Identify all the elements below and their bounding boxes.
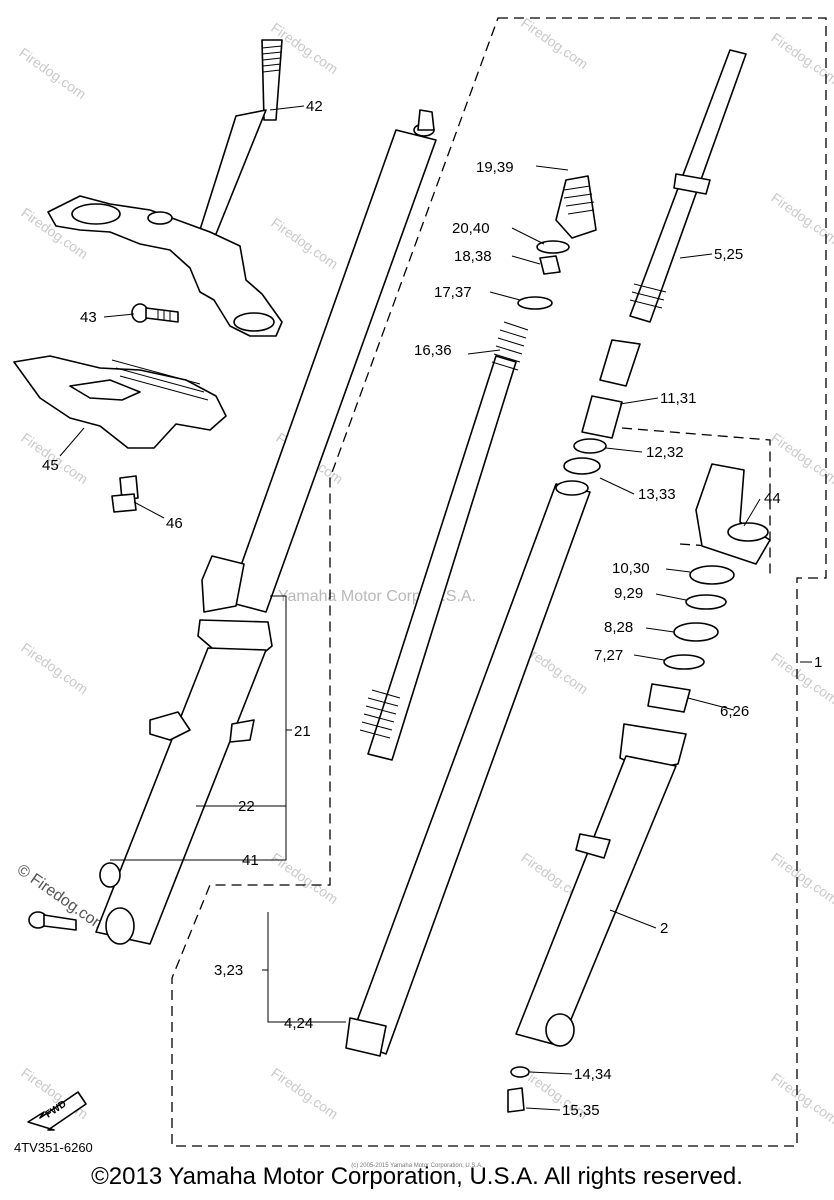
callout-15-35: 15,35 (562, 1102, 600, 1119)
footer-small-print: (c) 2005-2015 Yamaha Motor Corporation, … (351, 1163, 483, 1169)
watermark-firedog: Firedog.com (768, 1069, 834, 1127)
callout-3-23: 3,23 (214, 962, 243, 979)
callout-21: 21 (294, 723, 311, 740)
callout-4-24: 4,24 (284, 1015, 313, 1032)
callout-6-26: 6,26 (720, 703, 749, 720)
cap-bolt-assembly (517, 175, 597, 310)
callout-9-29: 9,29 (614, 585, 643, 602)
watermark-firedog: Firedog.com (518, 14, 591, 72)
watermark-firedog: Firedog.com (18, 639, 91, 697)
footer-copyright: ©2013 Yamaha Motor Corporation, U.S.A. A… (91, 1163, 743, 1190)
watermark-firedog: Firedog.com (768, 29, 834, 87)
callouts: 42 43 45 46 19,39 20,40 18,38 17,37 16,3… (14, 98, 822, 1155)
callout-20-40: 20,40 (452, 220, 490, 237)
callout-42: 42 (306, 98, 323, 115)
damper-cylinder (599, 49, 747, 387)
callout-18-38: 18,38 (454, 248, 492, 265)
watermark-firedog: Firedog.com (768, 649, 834, 707)
callout-17-37: 17,37 (434, 284, 472, 301)
seal-stack-lower (647, 565, 735, 713)
bolt-46 (111, 475, 139, 513)
watermark-firedog: Firedog.com (268, 214, 341, 272)
callout-5-25: 5,25 (714, 246, 743, 263)
callout-19-39: 19,39 (476, 159, 514, 176)
watermark-firedog: Firedog.com (768, 849, 834, 907)
callout-16-36: 16,36 (414, 342, 452, 359)
leader-lines (59, 105, 812, 1111)
callout-8-28: 8,28 (604, 619, 633, 636)
drain-bolt (507, 1066, 530, 1113)
dust-seal-44 (695, 463, 771, 565)
left-fork-tube (95, 109, 437, 945)
bolt-41 (28, 911, 77, 931)
callout-44: 44 (764, 490, 781, 507)
callout-22: 22 (238, 798, 255, 815)
callout-43: 43 (80, 309, 97, 326)
fork-guard-45 (13, 355, 227, 449)
callout-2: 2 (660, 920, 668, 937)
callout-1: 1 (814, 654, 822, 671)
callout-13-33: 13,33 (638, 486, 676, 503)
callout-46: 46 (166, 515, 183, 532)
steering-stem (47, 39, 283, 337)
callout-11-31: 11,31 (660, 390, 696, 407)
damper-rod-spring (359, 321, 529, 761)
inner-tube (345, 480, 591, 1057)
watermark-center: Yamaha Motor Corp. U.S.A. (278, 588, 476, 605)
watermark-firedog: Firedog.com (768, 429, 834, 487)
callout-45: 45 (42, 457, 59, 474)
callout-10-30: 10,30 (612, 560, 650, 577)
outer-tube (515, 723, 687, 1047)
watermark-firedog: Firedog.com (768, 189, 834, 247)
callout-14-34: 14,34 (574, 1066, 612, 1083)
bolt-43 (131, 303, 179, 323)
watermark-firedog: Firedog.com (268, 1064, 341, 1122)
diagram-code: 4TV351-6260 (14, 1140, 93, 1155)
seal-stack-upper (563, 395, 623, 475)
callout-12-32: 12,32 (646, 444, 684, 461)
watermark-firedog: Firedog.com (16, 44, 89, 102)
callout-7-27: 7,27 (594, 647, 623, 664)
callout-41: 41 (242, 852, 259, 869)
